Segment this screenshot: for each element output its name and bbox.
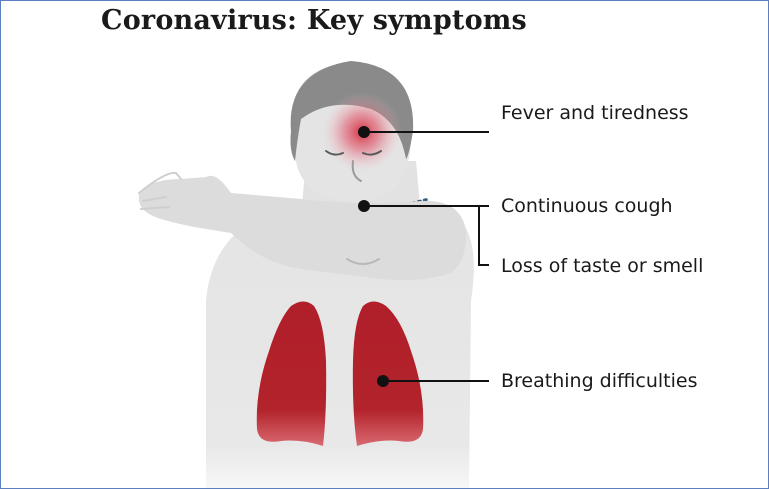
fever-dot (358, 126, 370, 138)
symptom-label-cough: Continuous cough (501, 195, 673, 217)
symptom-label-taste: Loss of taste or smell (501, 255, 703, 277)
taste-leader (479, 206, 489, 265)
symptom-label-fever: Fever and tiredness (501, 102, 689, 124)
symptom-label-breathing: Breathing difficulties (501, 370, 697, 392)
cough-dot (358, 200, 370, 212)
breathing-dot (377, 375, 389, 387)
